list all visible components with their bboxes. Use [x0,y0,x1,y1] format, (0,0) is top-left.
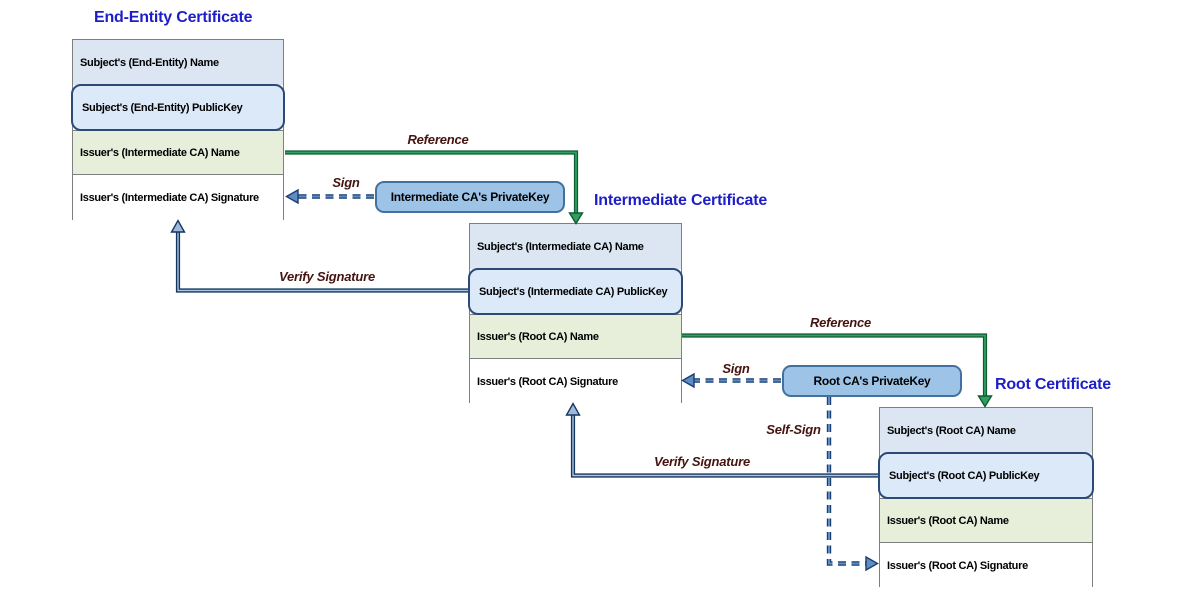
reference-label-2: Reference [809,315,872,330]
root-issuer-name-row: Issuer's (Root CA) Name [880,498,1092,543]
root-issuer-signature-row: Issuer's (Root CA) Signature [880,543,1092,588]
intermediate-issuer-signature-row: Issuer's (Root CA) Signature [470,359,681,404]
root-certificate-box: Subject's (Root CA) Name Subject's (Root… [878,407,1094,588]
self-sign-arrow [826,397,879,572]
intermediate-certificate-title: Intermediate Certificate [594,192,768,209]
end-entity-issuer-name-row: Issuer's (Intermediate CA) Name [73,130,283,175]
root-ca-private-key-box: Root CA's PrivateKey [782,365,962,397]
self-sign-label: Self-Sign [766,422,821,437]
sign-label-1: Sign [332,175,360,190]
root-certificate-title: Root Certificate [995,376,1111,393]
root-public-key-row: Subject's (Root CA) PublicKey [878,452,1094,499]
intermediate-public-key-row: Subject's (Intermediate CA) PublicKey [468,268,683,315]
reference-label-1: Reference [407,132,469,147]
end-entity-issuer-signature-row: Issuer's (Intermediate CA) Signature [73,175,283,221]
intermediate-certificate-box: Subject's (Intermediate CA) Name Subject… [468,223,683,404]
intermediate-subject-name-row: Subject's (Intermediate CA) Name [470,224,681,269]
verify-signature-label-1: Verify Signature [278,269,375,284]
sign-label-2: Sign [722,361,750,376]
intermediate-issuer-name-row: Issuer's (Root CA) Name [470,314,681,359]
sign-arrow-1 [285,188,374,205]
end-entity-public-key-row: Subject's (End-Entity) PublicKey [71,84,285,131]
end-entity-subject-name-row: Subject's (End-Entity) Name [73,40,283,85]
end-entity-certificate-box: Subject's (End-Entity) Name Subject's (E… [71,39,285,221]
verify-signature-label-2: Verify Signature [653,454,750,469]
end-entity-certificate-title: End-Entity Certificate [94,9,253,26]
root-subject-name-row: Subject's (Root CA) Name [880,408,1092,453]
intermediate-ca-private-key-box: Intermediate CA's PrivateKey [375,181,565,213]
